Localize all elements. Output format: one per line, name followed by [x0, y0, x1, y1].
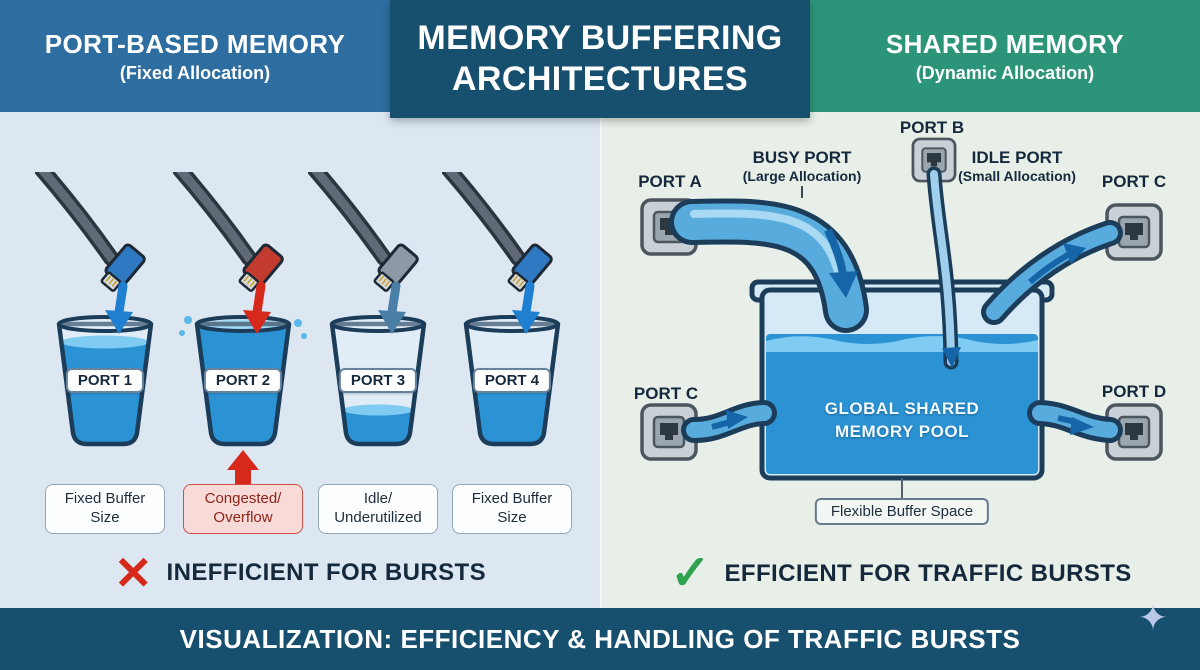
port-4-column: PORT 4 Fixed Buffer Size [442, 172, 582, 582]
outflow-arrow-bottom [1057, 415, 1094, 435]
water-fill [343, 410, 413, 444]
main-title-line2: ARCHITECTURES [451, 60, 749, 98]
port-d-jack [1105, 403, 1163, 461]
main-title-line1: MEMORY BUFFERING [417, 18, 783, 57]
port-c-top-jack [1105, 203, 1163, 261]
port-c-top-pipe [981, 220, 1123, 325]
busy-flow-arrow [824, 228, 858, 298]
idle-flow-arrow [942, 347, 961, 368]
port-2-caption: Congested/ Overflow [183, 484, 303, 534]
idle-port-pipe [926, 166, 961, 370]
port-4-cup-illustration [442, 172, 561, 447]
port-4-label: PORT 4 [472, 368, 552, 393]
ethernet-cable [442, 172, 553, 292]
inflow-arrow [105, 281, 133, 334]
port-c-bottom-label: PORT C [633, 384, 699, 403]
header-port-based: PORT-BASED MEMORY (Fixed Allocation) [0, 0, 390, 112]
port-a-label: PORT A [638, 172, 702, 191]
busy-port-pipe [669, 198, 869, 333]
port-based-title: PORT-BASED MEMORY [44, 28, 346, 59]
right-verdict: ✓ EFFICIENT FOR TRAFFIC BURSTS [602, 550, 1200, 598]
ethernet-cable [308, 172, 419, 292]
left-verdict-text: INEFFICIENT FOR BURSTS [166, 559, 486, 586]
sparkle-icon: ✦ [1137, 597, 1168, 638]
ethernet-cable [35, 172, 146, 292]
memory-pool-tank [749, 279, 1055, 481]
cross-icon: ✕ [113, 547, 153, 599]
outflow-arrow-top [1028, 243, 1086, 285]
port-3-caption: Idle/ Underutilized [318, 484, 438, 534]
busy-port-label: BUSY PORT (Large Allocation) [743, 148, 862, 185]
left-verdict: ✕ INEFFICIENT FOR BURSTS [0, 550, 600, 596]
port-c-top-label: PORT C [1101, 172, 1167, 191]
port-3-label: PORT 3 [338, 368, 418, 393]
footer-title: VISUALIZATION: EFFICIENCY & HANDLING OF … [179, 623, 1021, 654]
idle-port-title: IDLE PORT [971, 148, 1063, 167]
rj45-connector [373, 243, 419, 292]
shared-memory-panel: PORT A BUSY PORT (Large Allocation) PORT… [600, 112, 1200, 608]
right-verdict-text: EFFICIENT FOR TRAFFIC BURSTS [724, 560, 1132, 587]
pool-water [766, 334, 1038, 474]
inflow-arrow [243, 281, 271, 334]
port-based-panel: PORT 1 Fixed Buffer Size [0, 112, 600, 608]
water-fill [473, 380, 551, 444]
ethernet-cable [173, 172, 284, 292]
pool-label-line2: MEMORY POOL [835, 421, 969, 441]
port-2-column: PORT 2 Congested/ Overflow [173, 172, 313, 582]
rj45-connector [507, 243, 553, 292]
water-surface [61, 335, 149, 349]
spill-drops [179, 316, 307, 339]
global-memory-pool-label: GLOBAL SHARED MEMORY POOL [825, 398, 979, 444]
port-3-cup-illustration [308, 172, 427, 447]
inflow-arrow [378, 281, 406, 334]
busy-port-title: BUSY PORT [752, 148, 852, 167]
inflow-arrow [512, 281, 540, 334]
pool-water-surface [766, 336, 1038, 352]
header-shared-memory: SHARED MEMORY (Dynamic Allocation) [810, 0, 1200, 112]
shared-memory-subtitle: (Dynamic Allocation) [915, 62, 1095, 83]
port-1-cup-illustration [35, 172, 154, 447]
port-d-label: PORT D [1101, 382, 1167, 401]
port-d-pipe [1027, 400, 1123, 443]
water-surface [343, 404, 413, 416]
flexible-buffer-caption: Flexible Buffer Space [814, 498, 990, 525]
port-1-column: PORT 1 Fixed Buffer Size [35, 172, 175, 582]
port-4-caption: Fixed Buffer Size [452, 484, 572, 534]
port-based-subtitle: (Fixed Allocation) [119, 62, 271, 83]
port-c-bottom-pipe [681, 400, 777, 443]
shared-memory-illustration [640, 137, 1163, 500]
busy-port-subtitle: (Large Allocation) [742, 168, 862, 185]
rj45-connector [100, 243, 146, 292]
idle-port-label: IDLE PORT (Small Allocation) [958, 148, 1076, 185]
check-icon: ✓ [670, 547, 711, 600]
port-3-column: PORT 3 Idle/ Underutilized [308, 172, 448, 582]
rj45-connector [238, 243, 284, 292]
port-1-caption: Fixed Buffer Size [45, 484, 165, 534]
inflow-arrow-bottom [711, 410, 748, 430]
pool-label-line1: GLOBAL SHARED [824, 399, 980, 418]
water-fill [61, 342, 149, 444]
port-2-cup-illustration [173, 172, 307, 484]
port-1-label: PORT 1 [65, 368, 145, 393]
port-2-label: PORT 2 [203, 368, 283, 393]
overflow-warning-arrow [227, 450, 259, 484]
header-main-title: MEMORY BUFFERING ARCHITECTURES [390, 0, 810, 118]
port-b-label: PORT B [899, 118, 965, 137]
idle-port-subtitle: (Small Allocation) [958, 168, 1076, 185]
footer-bar: VISUALIZATION: EFFICIENCY & HANDLING OF … [0, 600, 1200, 670]
shared-memory-title: SHARED MEMORY [885, 28, 1125, 59]
